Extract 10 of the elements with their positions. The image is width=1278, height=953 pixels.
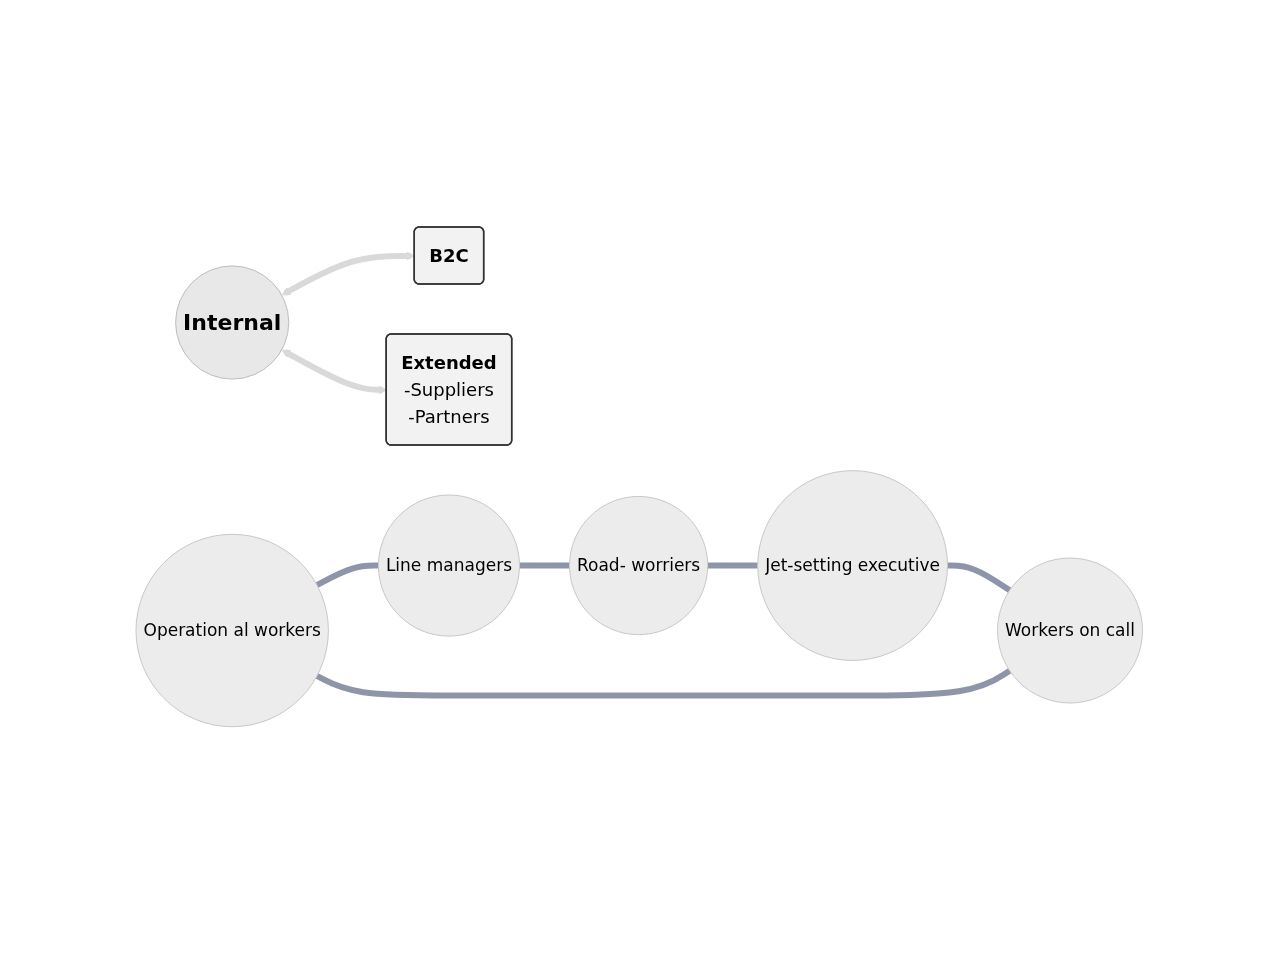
node-circle: Internal [174,265,290,380]
connector [519,562,570,569]
node-circle: Road- worriers [568,495,708,635]
connector [315,667,1012,699]
connector [315,562,379,588]
node-circle: Operation al workers [135,533,329,727]
node-circle: Line managers [377,494,520,637]
connector [947,562,1012,593]
connector [707,562,758,569]
node-circle: Workers on call [996,557,1143,704]
